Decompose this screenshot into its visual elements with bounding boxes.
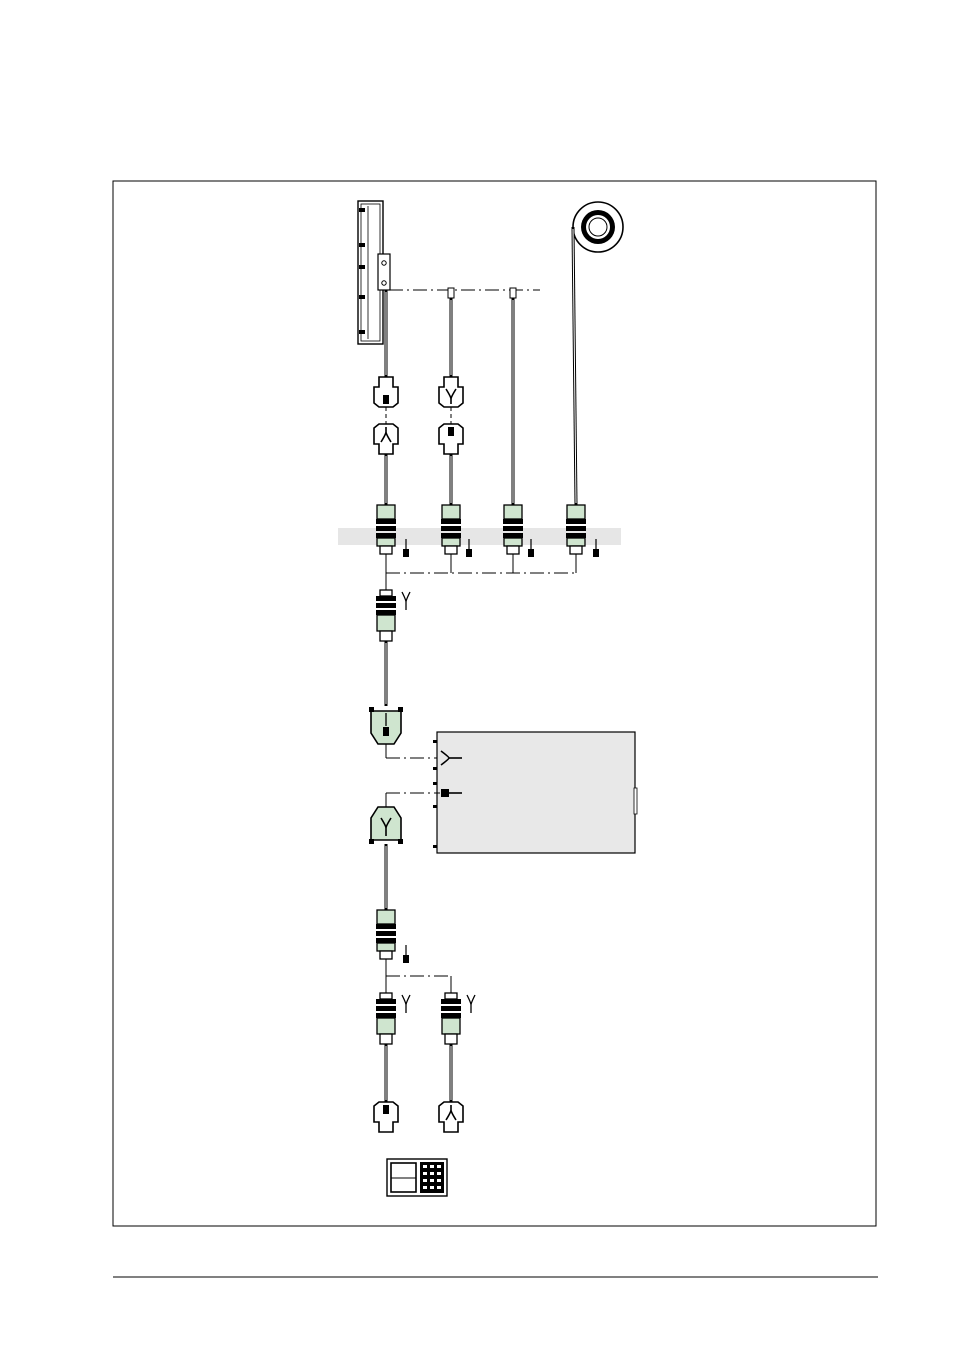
display-unit-icon <box>386 1158 448 1197</box>
cable-column-4 <box>565 226 600 558</box>
cable-socket-icon <box>373 423 399 455</box>
circular-connector-icon <box>375 992 397 1045</box>
lower-branch-left <box>373 992 411 1133</box>
diagram-frame <box>112 180 877 1227</box>
trunk-cable <box>369 589 440 759</box>
linear-scale-icon <box>357 200 391 345</box>
cable-plug-icon <box>373 1101 399 1133</box>
cable-socket-icon <box>438 1101 464 1133</box>
female-socket-symbol-icon <box>466 994 476 1014</box>
d-sub-connector-icon <box>369 806 403 844</box>
connector-band <box>338 528 621 545</box>
d-sub-connector-icon <box>369 707 403 745</box>
cable-plug-icon <box>373 376 399 408</box>
circular-connector-icon <box>565 504 587 555</box>
circular-connector-icon <box>502 504 524 555</box>
circular-connector-icon <box>375 909 397 960</box>
rotary-encoder-icon <box>572 201 624 253</box>
circular-connector-icon <box>375 589 397 642</box>
circular-connector-icon <box>440 504 462 555</box>
male-pin-symbol-icon <box>402 944 410 964</box>
cable-plug-icon <box>438 423 464 455</box>
female-socket-symbol-icon <box>401 591 411 611</box>
female-socket-symbol-icon <box>401 994 411 1014</box>
lower-branch-right <box>438 992 476 1133</box>
cable-socket-icon <box>438 376 464 408</box>
male-pin-symbol-icon <box>441 789 449 797</box>
cable-column-1 <box>373 290 410 558</box>
circular-connector-icon <box>440 992 462 1045</box>
cable-column-2 <box>438 287 473 558</box>
circular-connector-icon <box>375 504 397 555</box>
interface-box-icon <box>433 731 638 854</box>
cable-column-3 <box>502 287 535 558</box>
